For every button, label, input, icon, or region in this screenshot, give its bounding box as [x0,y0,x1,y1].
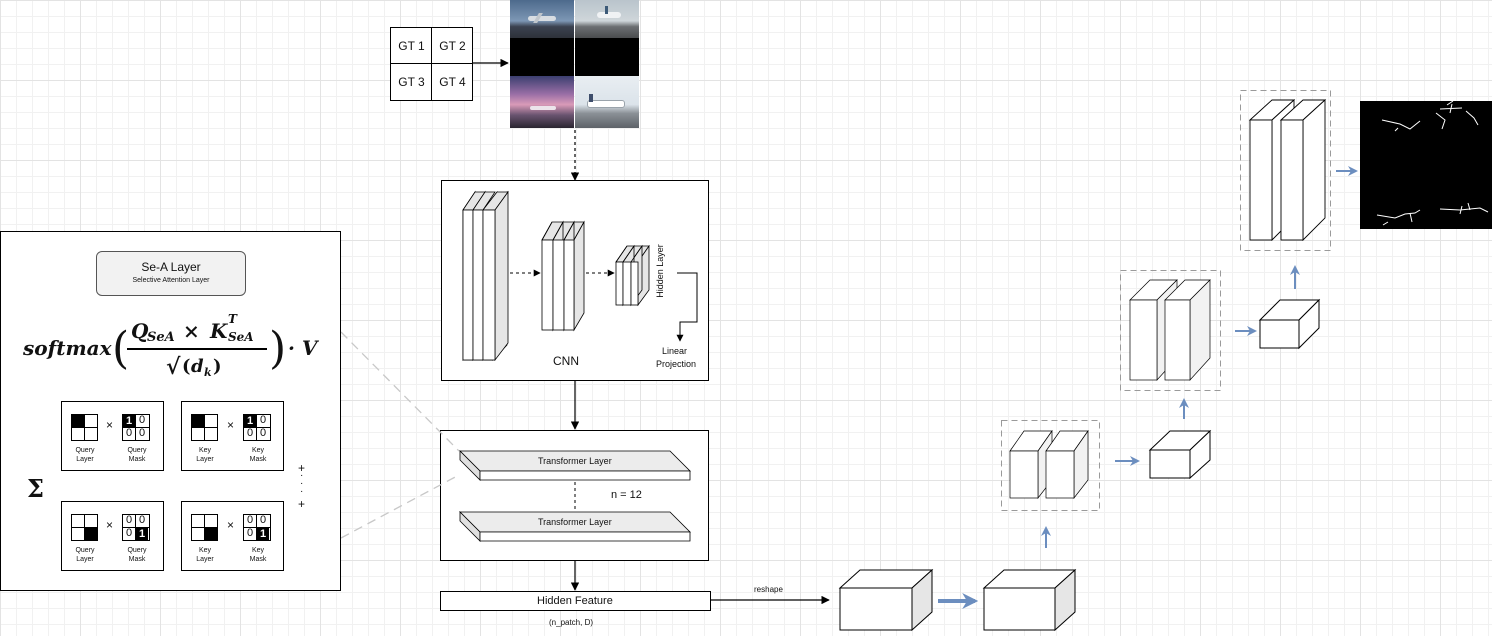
query-mask-label-1: Query [127,547,147,554]
query-mask-block-2: × 0 0 0 1 Query Layer Query Mask [61,501,164,571]
query-layer-grid [71,514,98,541]
airplane-photo-3 [510,76,574,128]
key-layer-label-2: Layer [196,456,214,463]
key-mask-label-2: Mask [249,556,267,563]
query-layer-grid [71,414,98,441]
sigma-symbol: Σ [27,474,44,503]
key-mask-block-1: × 1 0 0 0 Key Layer Key Mask [181,401,284,471]
query-layer-label-1: Query [75,447,95,454]
output-mask-edges [1376,100,1489,226]
multiply-sign: × [227,418,235,432]
input-image-mosaic [510,0,639,128]
key-mask-label-1: Key [251,547,265,554]
decoder-stage-1-slabs [1009,429,1089,500]
output-mask [1360,101,1492,229]
multiply-sign: × [106,518,114,532]
decoder-stage-1-group [1001,420,1100,511]
transformer-slab-1 [459,450,691,481]
plus-sign-2: + [298,497,306,511]
key-mask-grid: 0 0 0 1 [243,514,271,541]
black-tile-2 [575,38,639,76]
sea-layer-panel: Se-A Layer Selective Attention Layer sof… [0,231,341,591]
gt-cell-4: GT 4 [439,75,466,89]
query-mask-block-1: × 1 0 0 0 Query Layer Query Mask [61,401,164,471]
formula-denom-rparen: ) [213,356,222,377]
query-mask-grid: 1 0 0 0 [122,414,150,441]
plus-sign-1: + [298,461,306,475]
sea-title-box: Se-A Layer Selective Attention Layer [96,251,246,296]
gt-cell-1: GT 1 [398,39,425,53]
vertical-ellipsis: ··· [300,470,304,497]
decoder-stage-3-slabs [1248,98,1327,242]
sea-subtitle: Selective Attention Layer [132,277,210,284]
decoder-cube-1 [838,568,934,632]
hidden-feature-shape: (n_patch, D) [549,618,594,627]
key-layer-label-1: Key [198,547,212,554]
formula-k-sub: SeA [228,330,254,344]
linear-projection-label-1: Linear [662,346,688,356]
decoder-stage-2-slabs [1129,279,1211,381]
cnn-slab-group-2 [541,220,585,332]
gt-cell-3: GT 3 [398,75,425,89]
airplane-photo-2 [575,0,639,38]
query-layer-label-1: Query [75,547,95,554]
query-mask-label-1: Query [127,447,147,454]
linear-projection-label-2: Projection [656,359,697,369]
formula-rparen: ) [269,323,287,374]
airplane-photo-4 [575,76,639,128]
decoder-stage-2-group [1120,270,1221,391]
cnn-slab-group-1b [462,190,509,362]
cnn-slab-group-3 [615,244,650,307]
formula-lparen: ( [112,323,130,374]
hidden-feature-box [440,591,711,611]
decoder-cube-3 [1148,429,1212,480]
key-mask-grid: 1 0 0 0 [243,414,271,441]
transformer-layer-1-label: Transformer Layer [538,456,612,466]
formula-fraction-bar [127,348,267,350]
gt-grid: GT 1 GT 2 GT 3 GT 4 [390,27,473,101]
multiply-sign: × [227,518,235,532]
key-layer-grid [191,514,218,541]
black-tile-1 [510,38,574,76]
hidden-layer-label: Hidden Layer [654,244,665,298]
decoder-cube-4 [1258,298,1321,350]
formula-v: · V [288,336,318,360]
linear-projection-arrow [676,272,698,342]
query-layer-label-2: Layer [76,456,94,463]
key-mask-block-2: × 0 0 0 1 Key Layer Key Mask [181,501,284,571]
transformer-repeat-label: n = 12 [611,489,642,501]
key-layer-grid [191,414,218,441]
transformer-layer-2-label: Transformer Layer [538,517,612,527]
formula-d: d [191,356,204,377]
formula-q: Q [131,319,149,343]
formula-softmax: softmax [23,336,112,360]
key-mask-label-2: Mask [249,456,267,463]
multiply-sign: × [106,418,114,432]
key-layer-label-2: Layer [196,556,214,563]
formula-times: × [183,319,200,343]
formula-k-sup: T [228,312,237,326]
query-layer-label-2: Layer [76,556,94,563]
formula-d-sub: k [204,366,212,379]
transformer-slab-2 [459,511,691,542]
formula-denom-lparen: ( [182,356,191,377]
decoder-cube-2 [982,568,1077,632]
cnn-label: CNN [553,354,579,368]
formula-q-sub: SeA [147,330,175,345]
gt-cell-2: GT 2 [439,39,466,53]
sea-title: Se-A Layer [141,260,201,274]
query-mask-label-2: Mask [128,556,146,563]
reshape-label: reshape [754,585,783,594]
formula-k: K [210,319,228,343]
key-layer-label-1: Key [198,447,212,454]
airplane-photo-1 [510,0,574,38]
hidden-feature-label: Hidden Feature [537,595,613,607]
formula-sqrt: √ [166,354,181,380]
attention-formula: softmax ( Q SeA × K T SeA √ ( d k ) ) · … [23,312,333,389]
decoder-stage-3-group [1240,90,1331,251]
key-mask-label-1: Key [251,447,265,454]
query-mask-grid: 0 0 0 1 [122,514,150,541]
query-mask-label-2: Mask [128,456,146,463]
